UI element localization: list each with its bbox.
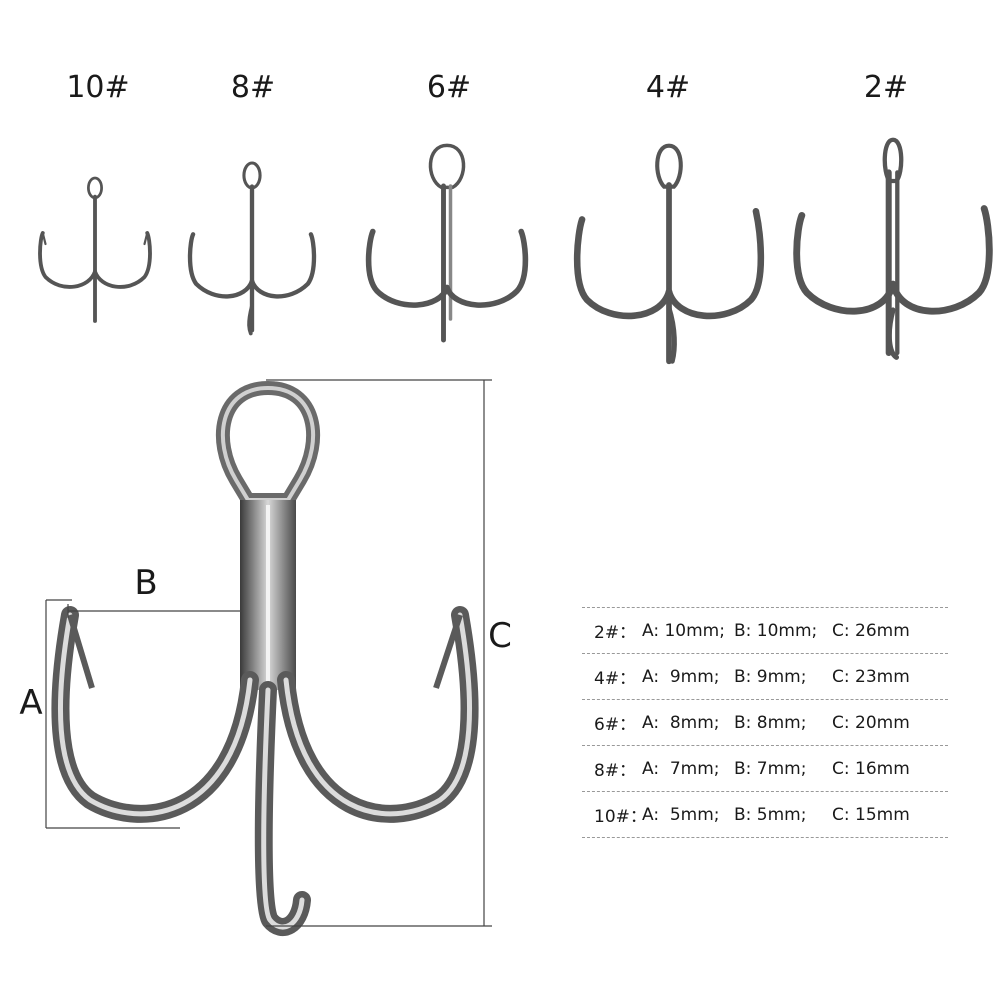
spec-size: 4#：: [594, 669, 637, 689]
spec-b: B: 9mm;: [734, 666, 807, 687]
spec-row: 4#： A: 9mm; B: 9mm; C: 23mm: [582, 654, 948, 700]
dimension-lines: [45, 379, 492, 927]
spec-c: C: 26mm: [832, 620, 910, 641]
spec-b: B: 7mm;: [734, 758, 807, 779]
size-label-10: 10#: [66, 70, 130, 105]
dimension-label-c: C: [488, 616, 512, 656]
spec-c: C: 20mm: [832, 712, 910, 733]
spec-b: B: 10mm;: [734, 620, 818, 641]
size-label-4: 4#: [645, 70, 691, 105]
spec-size: 8#：: [594, 761, 637, 781]
treble-hook-8: [187, 161, 317, 336]
spec-a: A: 5mm;: [642, 804, 720, 825]
spec-c: C: 16mm: [832, 758, 910, 779]
spec-size: 10#：: [594, 807, 647, 827]
spec-row: 2#： A: 10mm; B: 10mm; C: 26mm: [582, 607, 948, 654]
size-label-6: 6#: [426, 70, 472, 105]
spec-a: A: 8mm;: [642, 712, 720, 733]
size-label-8: 8#: [230, 70, 276, 105]
spec-b: B: 8mm;: [734, 712, 807, 733]
treble-hook-2: [793, 137, 993, 360]
treble-hook-4: [573, 143, 765, 365]
spec-c: C: 23mm: [832, 666, 910, 687]
spec-row: 8#： A: 7mm; B: 7mm; C: 16mm: [582, 746, 948, 792]
spec-a: A: 10mm;: [642, 620, 725, 641]
treble-hook-large: [51, 380, 479, 936]
spec-c: C: 15mm: [832, 804, 910, 825]
treble-hook-10: [38, 176, 152, 323]
spec-table: 2#： A: 10mm; B: 10mm; C: 26mm 4#： A: 9mm…: [582, 607, 948, 838]
spec-b: B: 5mm;: [734, 804, 807, 825]
spec-row: 10#： A: 5mm; B: 5mm; C: 15mm: [582, 792, 948, 838]
treble-hook-6: [365, 143, 529, 343]
spec-size: 2#：: [594, 623, 637, 643]
spec-row: 6#： A: 8mm; B: 8mm; C: 20mm: [582, 700, 948, 746]
size-label-2: 2#: [863, 70, 909, 105]
spec-a: A: 9mm;: [642, 666, 720, 687]
spec-size: 6#：: [594, 715, 637, 735]
dimension-label-a: A: [19, 683, 43, 723]
dimension-label-b: B: [134, 563, 158, 603]
spec-a: A: 7mm;: [642, 758, 720, 779]
